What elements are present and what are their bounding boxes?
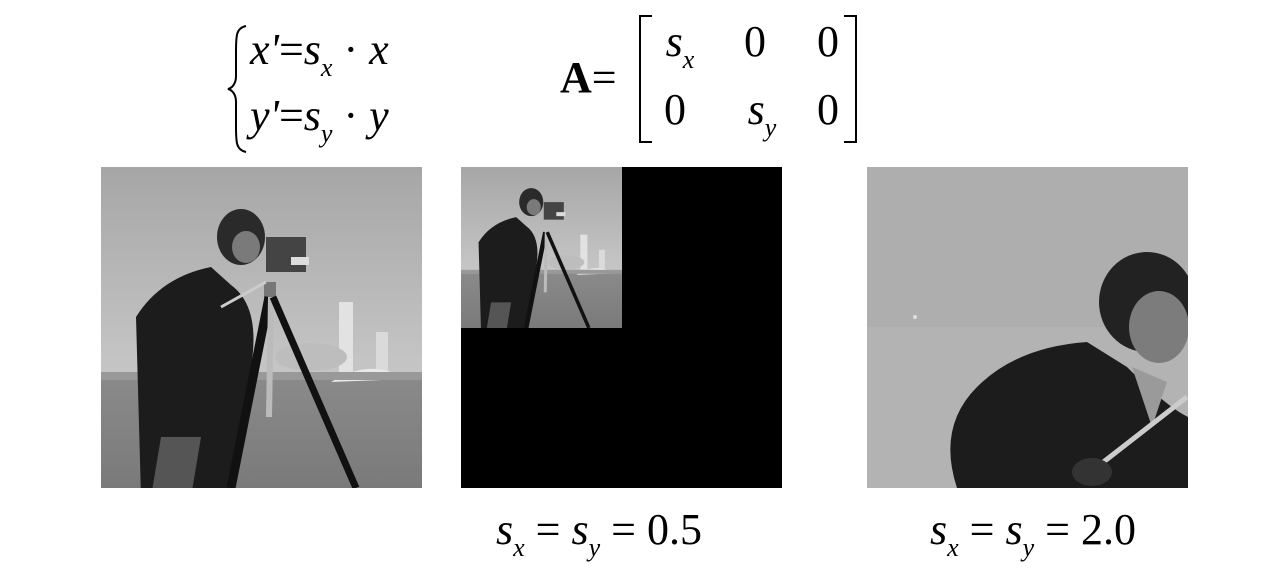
- eq-x-sub: x: [320, 53, 333, 82]
- matrix-left-bracket: [639, 15, 652, 143]
- cameraman-photo-half: [461, 167, 622, 328]
- eq-x-lhs: x': [250, 25, 279, 74]
- cameraman-photo-double: [867, 167, 1188, 488]
- eq-x-equals: =: [278, 25, 304, 74]
- eq-x-s: s: [303, 25, 321, 74]
- eq-y-sub: y: [320, 119, 333, 148]
- caption-scale-double: sx = sy = 2.0: [930, 505, 1136, 562]
- eq-y-s: s: [303, 91, 321, 140]
- matrix-name: A: [560, 53, 592, 102]
- original-image: [101, 167, 422, 488]
- matrix-r2c3: 0: [817, 85, 839, 134]
- matrix-label: A=: [560, 56, 617, 100]
- eq-y-var: y: [369, 91, 389, 140]
- matrix-r2c2: sy: [747, 85, 777, 142]
- scaled-half-image: [461, 167, 782, 488]
- left-brace: [227, 25, 247, 153]
- eq-x-var: x: [369, 25, 389, 74]
- eq-x-dot: ·: [343, 25, 359, 74]
- matrix-right-bracket: [844, 15, 857, 143]
- scaled-double-image: [867, 167, 1188, 488]
- matrix-r1c3: 0: [817, 17, 839, 66]
- equation-x: x'=sx · x: [250, 25, 389, 81]
- eq-y-equals: =: [278, 91, 304, 140]
- matrix-equals: =: [591, 53, 617, 102]
- cameraman-photo-original: [101, 167, 422, 488]
- matrix-r2c1: 0: [664, 85, 686, 134]
- matrix-r1c2: 0: [744, 17, 766, 66]
- caption-double-value: 2.0: [1081, 505, 1136, 554]
- eq-y-lhs: y': [250, 91, 279, 140]
- caption-half-value: 0.5: [647, 505, 702, 554]
- equation-y: y'=sy · y: [250, 91, 389, 147]
- caption-scale-half: sx = sy = 0.5: [496, 505, 702, 562]
- eq-y-dot: ·: [343, 91, 359, 140]
- matrix-r1c1: sx: [665, 17, 695, 74]
